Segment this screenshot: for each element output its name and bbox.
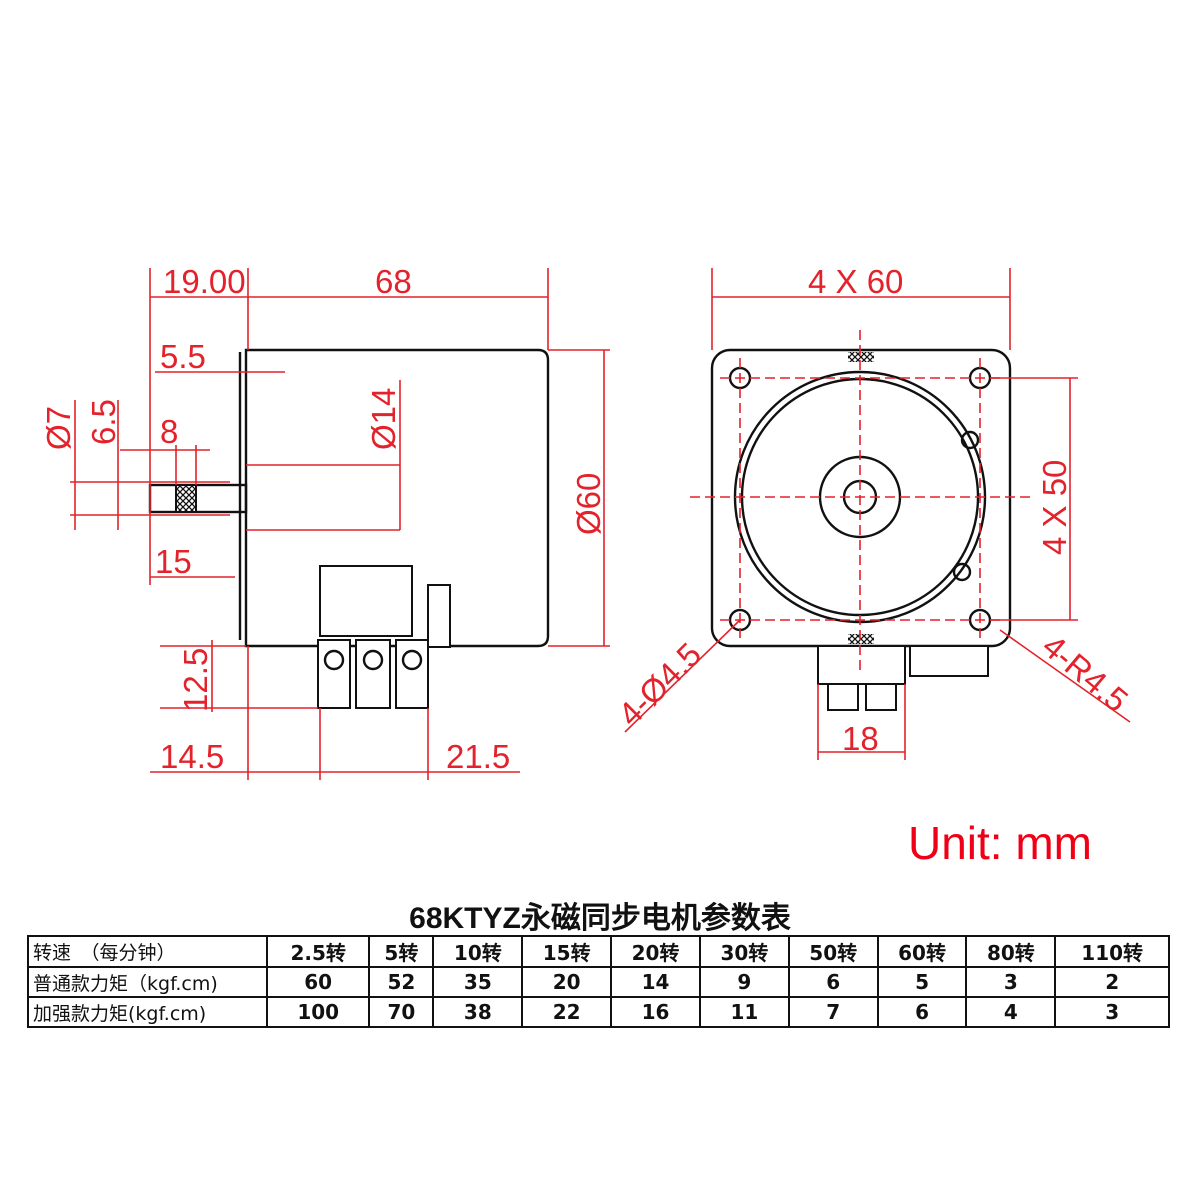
dim-19: 19.00 (163, 263, 246, 300)
table-cell: 38 (432, 996, 524, 1028)
dim-8: 8 (160, 413, 178, 450)
dim-5-5: 5.5 (160, 338, 206, 375)
table-cell: 5转 (368, 935, 435, 968)
table-cell: 7 (787, 996, 879, 1028)
dim-14-5: 14.5 (160, 738, 224, 775)
table-cell: 20转 (610, 935, 701, 968)
table-cell: 3 (1054, 996, 1170, 1028)
row-label: 普通款力矩（kgf.cm) (27, 966, 268, 998)
dim-4-r4-5: 4-R4.5 (1036, 627, 1136, 719)
table-title: 68KTYZ永磁同步电机参数表 (409, 902, 791, 935)
dim-18: 18 (842, 720, 879, 757)
dim-15: 15 (155, 543, 192, 580)
dim-21-5: 21.5 (446, 738, 510, 775)
table-cell: 3 (965, 966, 1057, 998)
dim-68: 68 (375, 263, 412, 300)
technical-drawing: 19.00 68 5.5 8 15 14.5 21.5 Ø7 6.5 Ø14 Ø… (40, 263, 1135, 780)
table-cell: 2 (1054, 966, 1170, 998)
table-cell: 22 (521, 996, 613, 1028)
table-cell: 35 (432, 966, 524, 998)
table-cell: 9 (698, 966, 790, 998)
mounting-plate (710, 348, 1012, 648)
table-cell: 10转 (432, 935, 524, 968)
table-cell: 60 (265, 966, 371, 998)
side-view: 19.00 68 5.5 8 15 14.5 21.5 Ø7 6.5 Ø14 Ø… (40, 263, 610, 780)
dim-6-5: 6.5 (85, 399, 122, 445)
connector (817, 645, 906, 685)
table-cell: 50转 (787, 935, 879, 968)
dim-d7: Ø7 (40, 406, 77, 450)
table-cell: 6 (787, 966, 879, 998)
row-label: 转速 （每分钟） (27, 935, 268, 968)
table-cell: 20 (521, 966, 613, 998)
table-cell: 11 (698, 996, 790, 1028)
terminals (317, 639, 429, 709)
dim-4-d4-5: 4-Ø4.5 (611, 635, 709, 733)
shaft (148, 483, 248, 514)
dim-4x60: 4 X 60 (808, 263, 903, 300)
table-cell: 4 (965, 996, 1057, 1028)
table-cell: 110转 (1054, 935, 1170, 968)
table-cell: 14 (610, 966, 701, 998)
dim-4x50: 4 X 50 (1036, 460, 1073, 555)
table-cell: 80转 (965, 935, 1057, 968)
table-cell: 70 (368, 996, 435, 1028)
table-cell: 5 (876, 966, 968, 998)
table-cell: 6 (876, 996, 968, 1028)
table-cell: 30转 (698, 935, 790, 968)
row-label: 加强款力矩(kgf.cm) (27, 996, 268, 1028)
motor-body (244, 348, 550, 648)
table-cell: 100 (265, 996, 371, 1028)
front-view: 4 X 60 4 X 50 4-Ø4.5 4-R4.5 18 (611, 263, 1135, 760)
table-cell: 52 (368, 966, 435, 998)
knurl (175, 484, 197, 513)
terminal-box (319, 565, 413, 637)
table-cell: 15转 (521, 935, 613, 968)
table-cell: 2.5转 (265, 935, 371, 968)
dim-d60: Ø60 (570, 473, 607, 535)
gear-connector (427, 584, 451, 648)
dim-d14: Ø14 (365, 388, 402, 450)
unit-label: Unit: mm (908, 817, 1092, 869)
dim-12-5: 12.5 (177, 648, 214, 712)
table-cell: 60转 (876, 935, 968, 968)
table-cell: 16 (610, 996, 701, 1028)
